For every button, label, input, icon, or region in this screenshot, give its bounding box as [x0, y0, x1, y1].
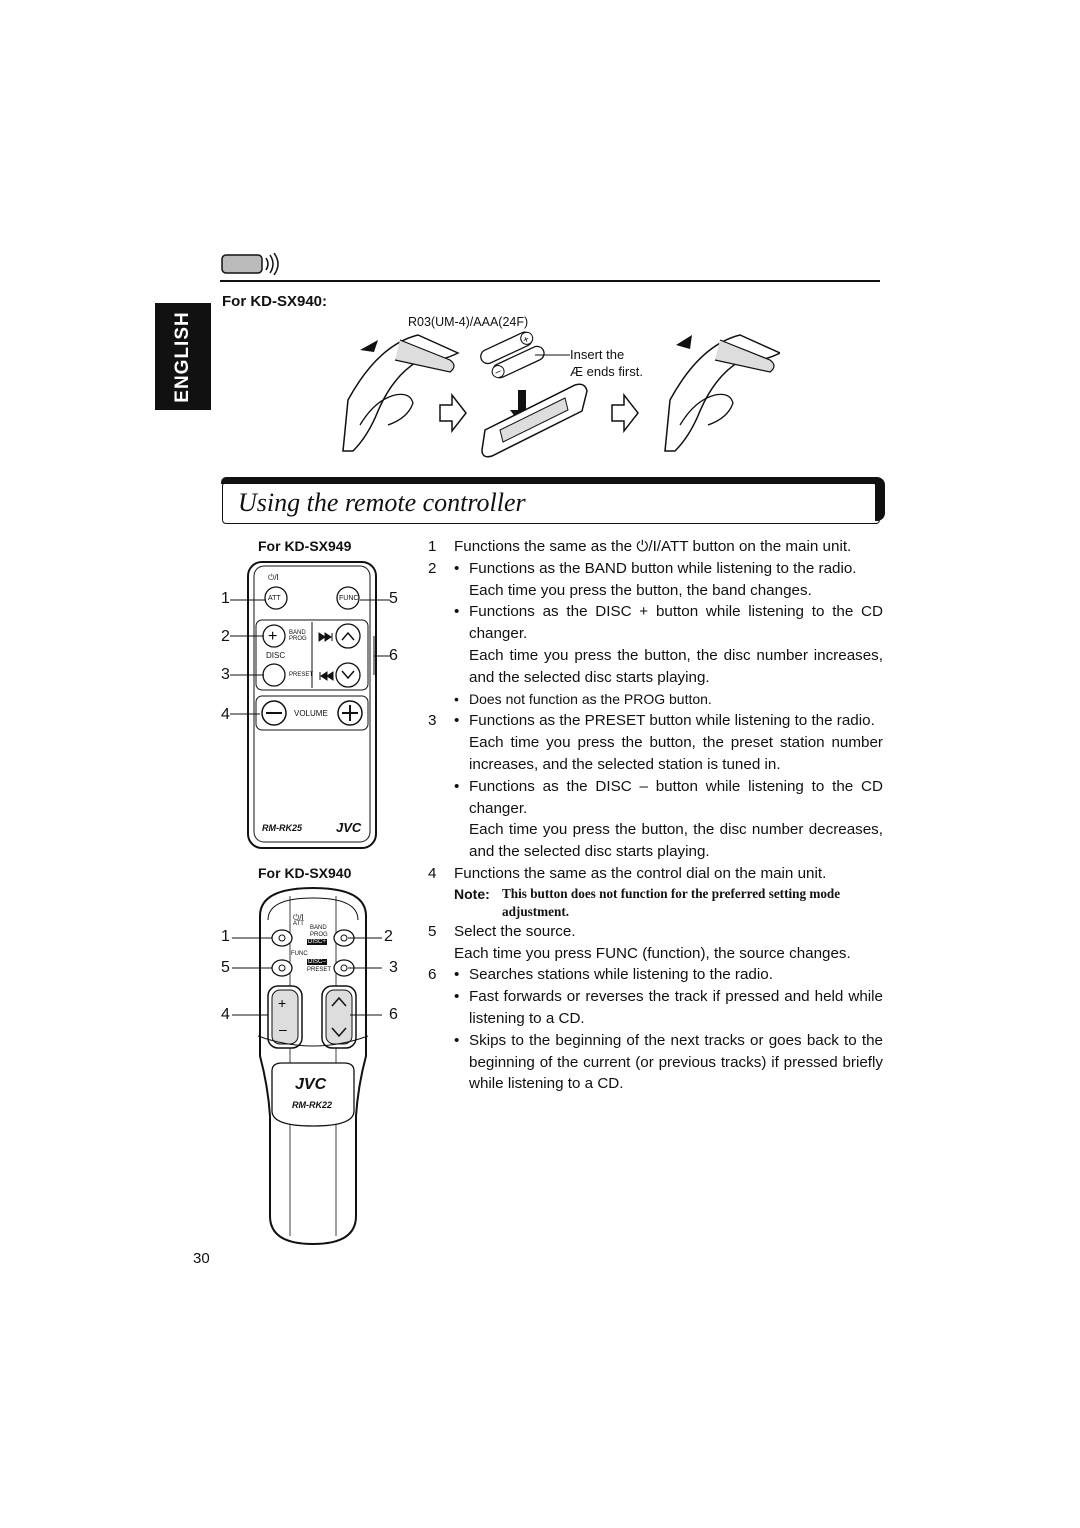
sx949-callout-6: 6 — [389, 647, 398, 664]
battery-model-label: For KD-SX940: — [222, 293, 328, 310]
sx940-callout-5: 5 — [221, 959, 230, 976]
insert-note-line2: Æ ends first. — [570, 364, 643, 379]
svg-text:–: – — [279, 1021, 287, 1037]
section-banner — [221, 477, 885, 524]
sx949-brand-logo: JVC — [336, 820, 362, 835]
instruction-3-b2: • Functions as the DISC – button while l… — [454, 777, 883, 817]
instructions-list: 1 Functions the same as the ⏻/I/ATT butt… — [428, 536, 883, 1095]
instruction-2-b2: • Functions as the DISC + button while l… — [454, 603, 883, 643]
sx940-preset-label: PRESET — [307, 967, 332, 973]
remote-control-icon — [221, 252, 281, 276]
instruction-6: 6 • Searches stations while listening to… — [428, 966, 773, 984]
sx949-callout-3: 3 — [221, 666, 230, 683]
remote-sx949-body: + — [246, 560, 378, 850]
instruction-3-b2-detail: Each time you press the button, the disc… — [469, 821, 883, 861]
instruction-3: 3 • Functions as the PRESET button while… — [428, 712, 875, 730]
sx940-power-mark: ⏻/I — [293, 913, 304, 922]
svg-text:+: + — [268, 628, 277, 645]
instruction-6-b2: • Fast forwards or reverses the track if… — [454, 988, 883, 1027]
instruction-5: 5 Select the source. — [428, 922, 576, 940]
sx949-callout-lines — [230, 599, 390, 715]
sx940-disc-minus-label: DISC– — [307, 959, 327, 965]
sx949-model-label: RM-RK25 — [262, 823, 303, 833]
instruction-2-b1-detail: Each time you press the button, the band… — [469, 581, 812, 599]
remote-sx949-label: For KD-SX949 — [258, 538, 352, 554]
sx949-callout-2: 2 — [221, 628, 230, 645]
sx949-prog-label: PROG — [289, 636, 307, 642]
sx949-band-label: BAND — [289, 630, 306, 636]
instruction-3-b1-detail: Each time you press the button, the pres… — [469, 734, 883, 773]
language-tab: ENGLISH — [155, 303, 211, 410]
page-number: 30 — [193, 1250, 210, 1267]
sx949-callout-4: 4 — [221, 706, 230, 723]
sx940-brand-logo: JVC — [295, 1076, 327, 1093]
battery-insertion-illustration: + – — [340, 330, 782, 465]
instruction-2: 2 • Functions as the BAND button while l… — [428, 559, 857, 577]
sx940-band-label: BAND — [310, 925, 327, 931]
sx940-callout-3: 3 — [389, 959, 398, 976]
sx940-callout-2: 2 — [384, 928, 393, 945]
instruction-6-b3: • Skips to the beginning of the next tra… — [454, 1031, 883, 1093]
sx949-callout-1: 1 — [221, 590, 230, 607]
instruction-1: 1 Functions the same as the ⏻/I/ATT butt… — [428, 538, 852, 555]
insert-note-line1: Insert the — [570, 347, 625, 362]
instruction-2-b3: • Does not function as the PROG button. — [454, 690, 712, 707]
instruction-5-detail: Each time you press FUNC (function), the… — [454, 944, 851, 962]
sx940-disc-plus-label: DISC+ — [307, 939, 327, 945]
instruction-2-b2-detail: Each time you press the button, the disc… — [469, 646, 883, 686]
sx940-model-label: RM-RK22 — [292, 1100, 333, 1110]
section-title: Using the remote controller — [238, 488, 526, 517]
remote-sx940-label: For KD-SX940 — [258, 865, 352, 881]
header-rule — [220, 280, 880, 282]
svg-text:+: + — [521, 334, 531, 347]
svg-text:+: + — [278, 995, 286, 1011]
sx940-callout-4: 4 — [221, 1006, 230, 1023]
sx949-callout-5: 5 — [389, 590, 398, 607]
sx940-prog-label: PROG — [310, 932, 328, 938]
sx940-callout-1: 1 — [221, 928, 230, 945]
battery-type-label: R03(UM-4)/AAA(24F) — [408, 315, 529, 329]
sx940-func-button[interactable]: FUNC — [291, 951, 308, 957]
sx949-volume-label: VOLUME — [294, 709, 328, 718]
sx949-att-button[interactable]: ATT — [268, 595, 281, 602]
instruction-4: 4 Functions the same as the control dial… — [428, 864, 827, 882]
sx949-preset-label: PRESET — [289, 672, 314, 678]
instruction-4-note: Note: This button does not function for … — [454, 885, 841, 919]
sx940-att-button[interactable]: ATT — [293, 921, 304, 927]
sx949-power-mark: ⏻/I — [268, 573, 279, 582]
remote-sx940-body: + – — [250, 886, 376, 1248]
language-tab-label: ENGLISH — [172, 310, 193, 403]
sx940-callout-lines — [232, 937, 382, 1016]
sx949-disc-label: DISC — [266, 651, 286, 660]
sx940-callout-6: 6 — [389, 1006, 398, 1023]
sx949-func-button[interactable]: FUNC — [339, 595, 359, 602]
svg-text:–: – — [493, 366, 503, 379]
